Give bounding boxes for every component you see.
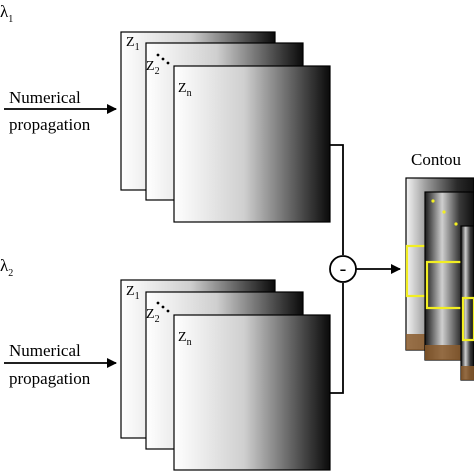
contour-image-3 xyxy=(460,225,474,381)
bottom-group: λ2 Numerical propagation Z1 Z2 Zn xyxy=(0,256,331,471)
bottom-arrow-label-line1: Numerical xyxy=(9,341,81,360)
right-panel: Contou xyxy=(405,150,474,381)
top-plane-z1-label: Z1 xyxy=(126,35,140,53)
bottom-plane-z1-label: Z1 xyxy=(126,284,140,302)
top-wavelength-label: λ1 xyxy=(0,2,13,25)
contour-ellipsis-dots xyxy=(431,199,458,226)
bottom-ellipsis-dots xyxy=(156,301,170,313)
bottom-plane-z2-label: Z2 xyxy=(146,307,160,325)
contour-image-3-base xyxy=(461,366,474,380)
bottom-plane-zn-label: Zn xyxy=(178,330,192,348)
top-group: λ1 Numerical propagation Z1 Z2 Zn xyxy=(0,2,331,223)
bottom-connector xyxy=(330,283,344,394)
top-ellipsis-dots xyxy=(156,53,170,65)
top-connector xyxy=(330,144,344,255)
top-arrow-label-line2: propagation xyxy=(9,115,91,134)
connector-lines: - xyxy=(329,144,401,394)
contour-roi-3 xyxy=(461,296,474,342)
right-panel-title: Contou xyxy=(411,150,462,169)
subtract-operator-symbol: - xyxy=(340,258,347,280)
top-plane-zn-label: Zn xyxy=(178,81,192,99)
top-plane-z2-label: Z2 xyxy=(146,59,160,77)
bottom-wavelength-label: λ2 xyxy=(0,256,13,279)
bottom-arrow-label-line2: propagation xyxy=(9,369,91,388)
bottom-plane-zn xyxy=(173,314,331,471)
top-plane-zn xyxy=(173,65,331,223)
top-arrow-label-line1: Numerical xyxy=(9,88,81,107)
